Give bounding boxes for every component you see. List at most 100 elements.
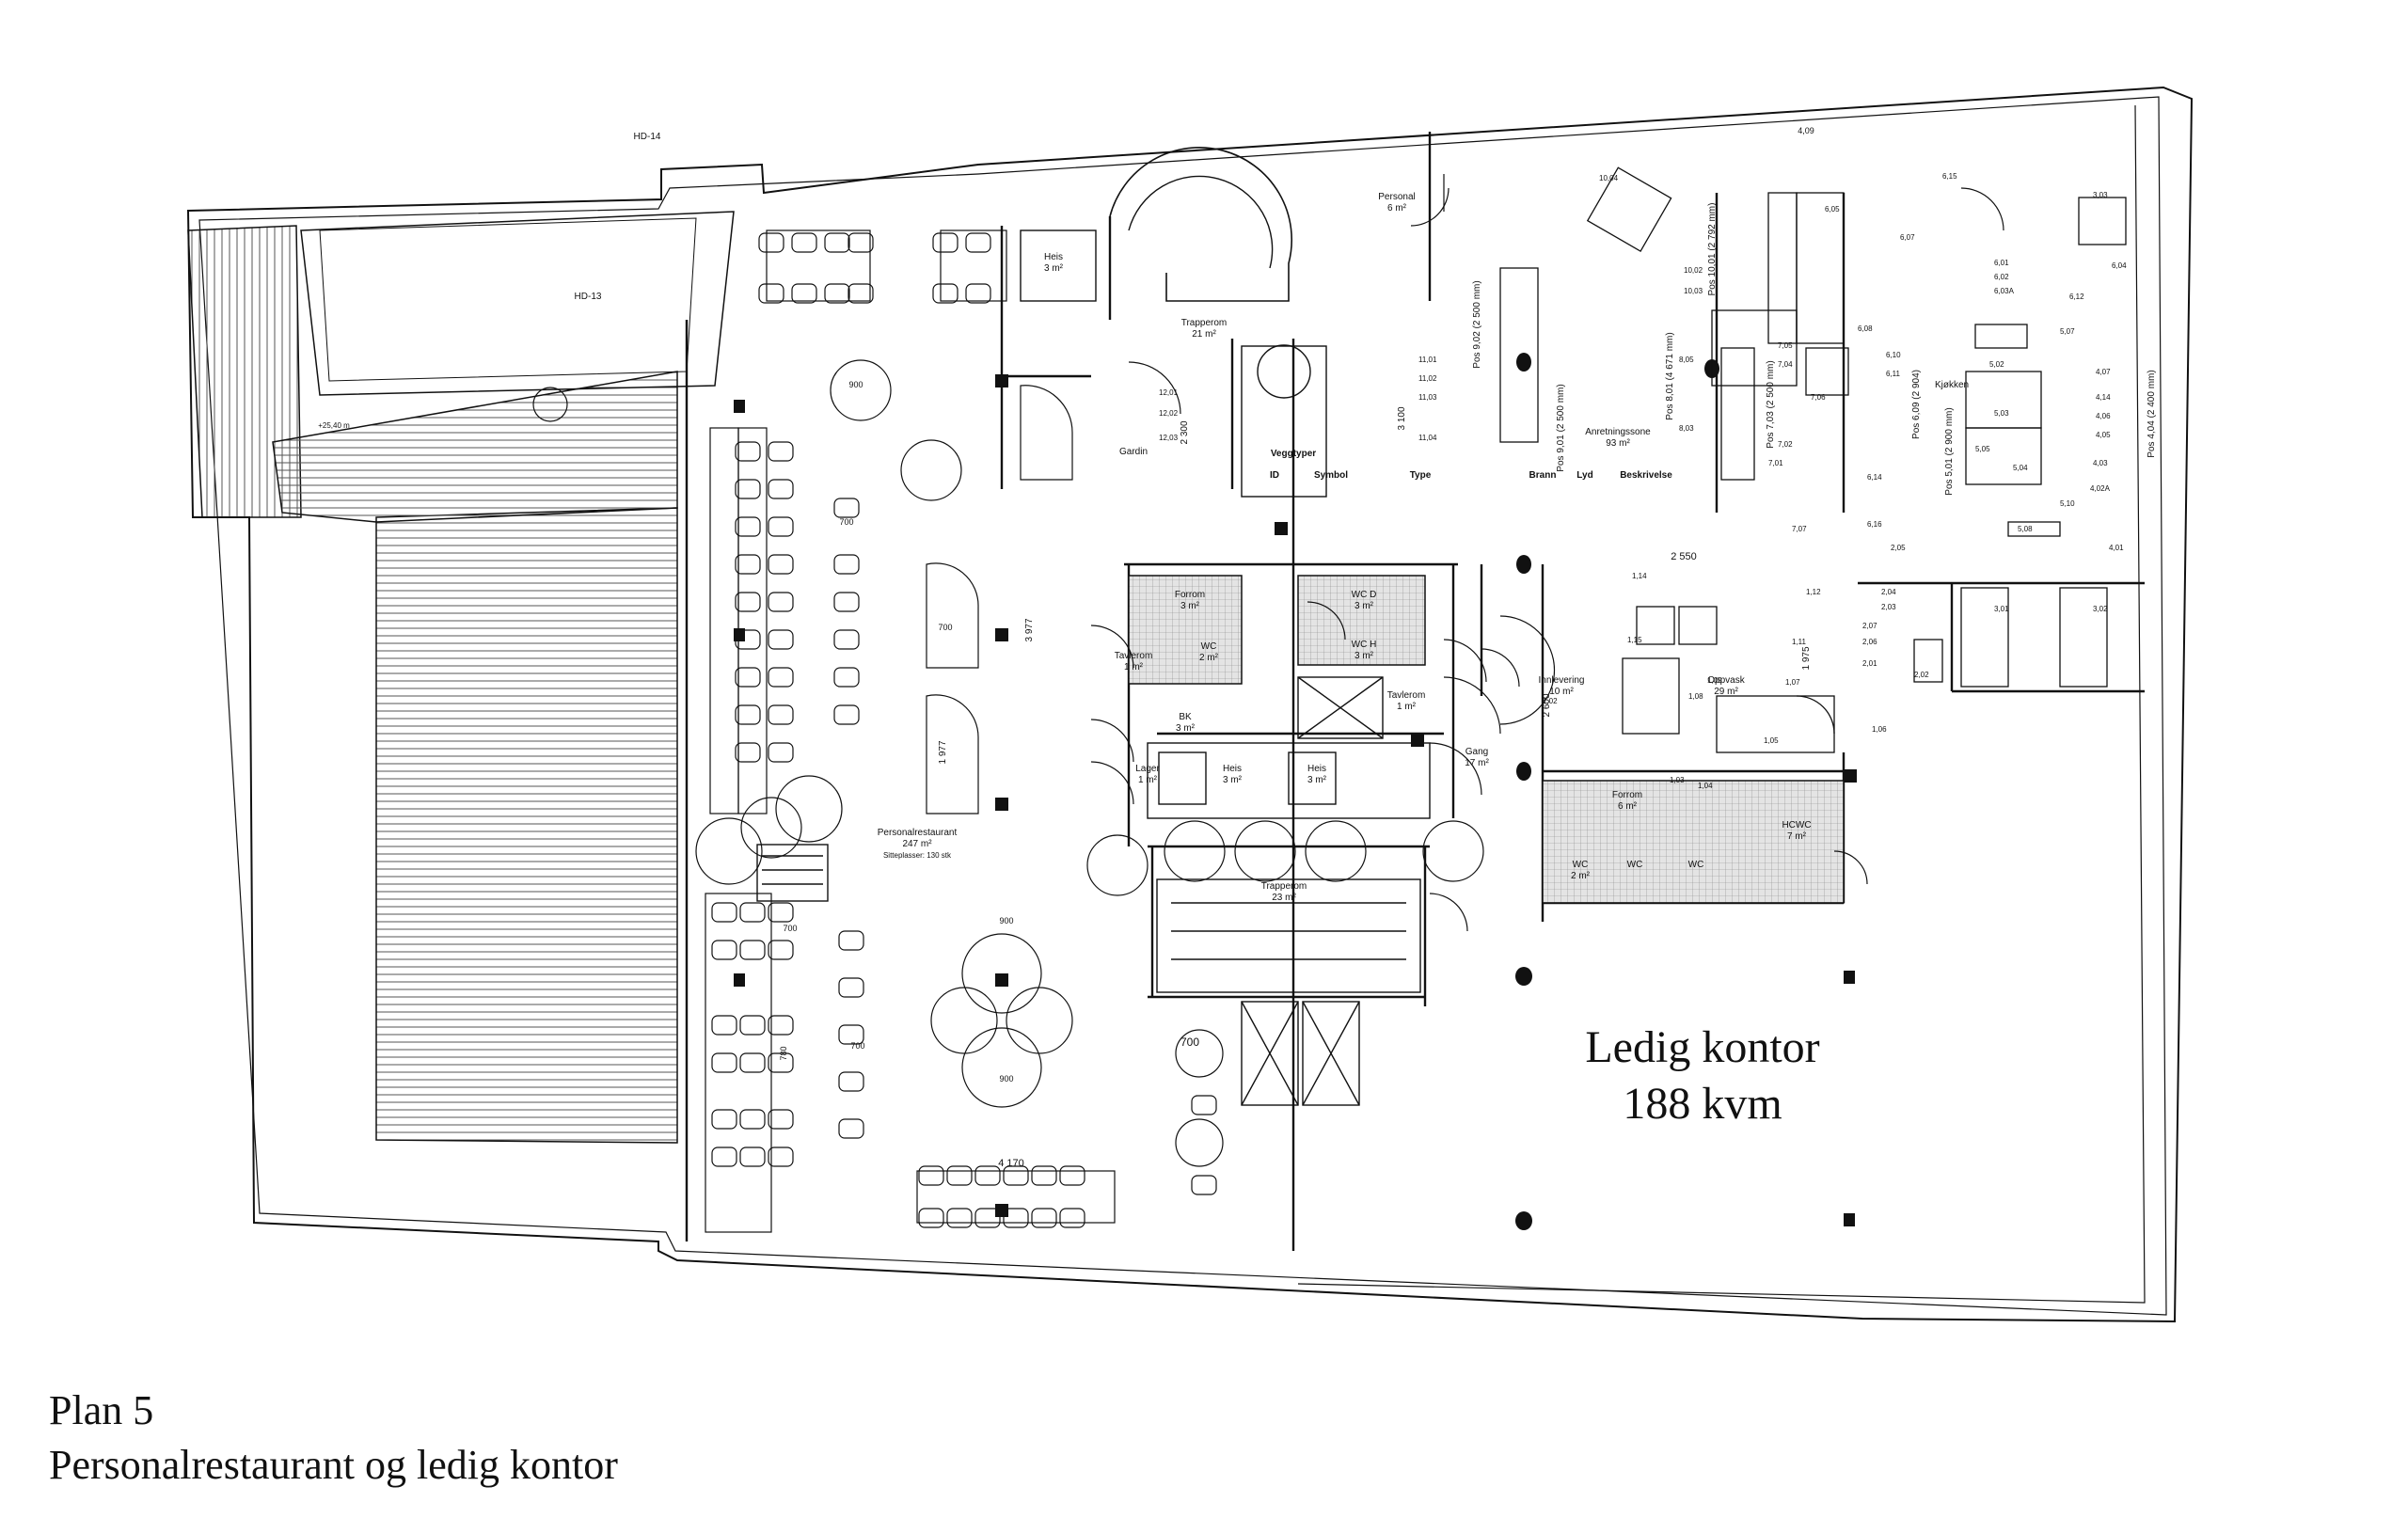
- svg-text:12,01: 12,01: [1159, 388, 1179, 397]
- svg-text:7,07: 7,07: [1792, 525, 1807, 533]
- svg-text:3,03: 3,03: [2093, 191, 2108, 199]
- svg-text:5,08: 5,08: [2018, 525, 2033, 533]
- svg-text:3,01: 3,01: [1994, 605, 2009, 613]
- room-label: Forrom: [1175, 590, 1205, 600]
- room-area: 3 m²: [1176, 723, 1196, 734]
- plan-labels: Heis 3 m² Trapperom 21 m² Personal 6 m² …: [318, 126, 1969, 1169]
- svg-text:10,04: 10,04: [1599, 174, 1619, 182]
- dimension: 900: [848, 380, 863, 389]
- svg-text:1,14: 1,14: [1632, 572, 1647, 580]
- svg-text:8,05: 8,05: [1679, 356, 1694, 364]
- room-label: Innlevering: [1539, 675, 1585, 686]
- room-label: Kjøkken: [1935, 380, 1969, 390]
- room-label: HCWC: [1782, 820, 1811, 830]
- dimension: 900: [999, 916, 1013, 925]
- room-label: Heis: [1307, 764, 1326, 774]
- dimension: 700: [1180, 1036, 1199, 1049]
- svg-text:1,03: 1,03: [1670, 776, 1685, 784]
- room-area: 1 m²: [1124, 662, 1144, 672]
- svg-text:10,02: 10,02: [1684, 266, 1703, 275]
- room-area: 247 m²: [902, 839, 932, 849]
- room-label: Heis: [1044, 252, 1063, 262]
- svg-text:2,07: 2,07: [1862, 622, 1877, 630]
- svg-text:6,11: 6,11: [1886, 370, 1901, 378]
- dimension: Pos 6,09 (2 904): [1911, 370, 1922, 439]
- svg-text:3,02: 3,02: [2093, 605, 2108, 613]
- svg-text:6,10: 6,10: [1886, 351, 1901, 359]
- dimension: 780: [779, 1046, 788, 1060]
- room-label: BK: [1179, 712, 1192, 722]
- room-label: WC: [1201, 641, 1217, 652]
- svg-text:6,15: 6,15: [1942, 172, 1957, 181]
- svg-text:7,04: 7,04: [1778, 360, 1793, 369]
- dimension: Pos 7,03 (2 500 mm): [1766, 360, 1776, 448]
- svg-text:5,10: 5,10: [2060, 499, 2075, 508]
- svg-text:11,04: 11,04: [1418, 434, 1437, 442]
- svg-text:4,01: 4,01: [2109, 544, 2124, 552]
- svg-text:10,03: 10,03: [1684, 287, 1703, 295]
- room-area: 3 m²: [1354, 651, 1374, 661]
- dimension: Pos 9,01 (2 500 mm): [1556, 384, 1566, 471]
- dimension: 4 170: [998, 1158, 1024, 1169]
- room-label: WC: [1627, 860, 1643, 870]
- svg-text:1,11: 1,11: [1792, 638, 1807, 646]
- dimension: Pos 9,02 (2 500 mm): [1472, 280, 1482, 368]
- svg-text:1,15: 1,15: [1627, 636, 1642, 644]
- room-label: Oppvask: [1707, 675, 1745, 686]
- dimension: 900: [999, 1074, 1013, 1083]
- dimension: 3 100: [1397, 406, 1407, 430]
- room-label: Anretningssone: [1585, 427, 1651, 437]
- svg-text:4,06: 4,06: [2096, 412, 2111, 420]
- room-area: 6 m²: [1387, 203, 1407, 213]
- wet-rooms: [1128, 575, 1845, 904]
- room-label: WC H: [1352, 640, 1377, 650]
- svg-text:1,06: 1,06: [1872, 725, 1887, 734]
- svg-text:4,14: 4,14: [2096, 393, 2111, 402]
- svg-text:6,07: 6,07: [1900, 233, 1915, 242]
- dimension: 4,09: [1798, 126, 1814, 135]
- tag-hd14: HD-14: [634, 132, 661, 142]
- core-stairs: [756, 146, 1431, 1106]
- dimension: Pos 10,01 (2 792 mm): [1707, 203, 1718, 296]
- room-area: 2 m²: [1199, 653, 1219, 663]
- room-area: 1 m²: [1397, 702, 1417, 712]
- svg-text:11,01: 11,01: [1418, 356, 1437, 364]
- room-label: Gang: [1465, 747, 1488, 757]
- dimension: 700: [850, 1041, 864, 1051]
- svg-text:1,05: 1,05: [1764, 736, 1779, 745]
- room-area: 7 m²: [1787, 831, 1807, 842]
- room-label: Heis: [1223, 764, 1242, 774]
- dimension: 1 977: [938, 740, 948, 764]
- room-area: 2 m²: [1571, 871, 1591, 881]
- svg-text:2,06: 2,06: [1862, 638, 1877, 646]
- room-label: Forrom: [1612, 790, 1642, 800]
- tag-hd13: HD-13: [575, 292, 602, 302]
- svg-text:1,12: 1,12: [1806, 588, 1821, 596]
- dimension: Pos 4,04 (2 400 mm): [2147, 370, 2157, 457]
- svg-text:5,07: 5,07: [2060, 327, 2075, 336]
- svg-text:2,05: 2,05: [1891, 544, 1906, 552]
- tag-lyd: Lyd: [1576, 470, 1592, 481]
- room-label: Tavlerom: [1387, 690, 1426, 701]
- building-outline: [186, 86, 2194, 1323]
- dimension: 2 300: [1180, 420, 1190, 444]
- columns: [734, 353, 1857, 1230]
- svg-text:6,12: 6,12: [2069, 293, 2084, 301]
- room-label: WC D: [1352, 590, 1377, 600]
- svg-text:2,03: 2,03: [1881, 603, 1896, 611]
- plan-description: Personalrestaurant og ledig kontor: [49, 1442, 618, 1488]
- dimension: Pos 8,01 (4 671 mm): [1665, 332, 1675, 419]
- room-label: Personal: [1378, 192, 1415, 202]
- room-label: WC: [1688, 860, 1704, 870]
- svg-text:6,05: 6,05: [1825, 205, 1840, 213]
- svg-text:4,07: 4,07: [2096, 368, 2111, 376]
- room-area: 29 m²: [1714, 687, 1738, 697]
- room-area: 23 m²: [1272, 893, 1296, 903]
- tag-type: Type: [1410, 470, 1432, 481]
- svg-text:5,05: 5,05: [1975, 445, 1990, 453]
- doors: [1090, 174, 2004, 932]
- room-label: Personalrestaurant: [878, 828, 958, 838]
- svg-text:1,09: 1,09: [1707, 676, 1722, 685]
- room-area: 1 m²: [1138, 775, 1158, 785]
